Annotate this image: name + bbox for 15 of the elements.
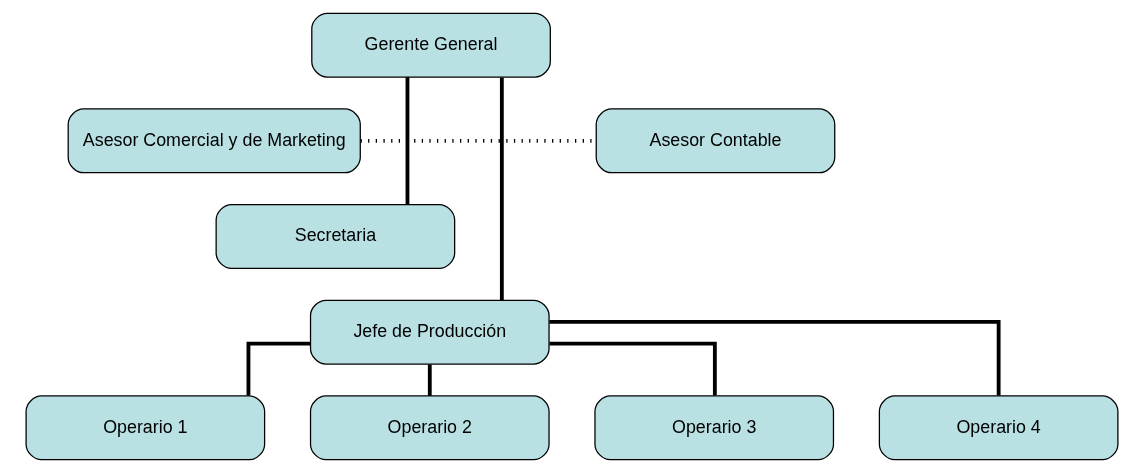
connector: [246, 341, 310, 396]
node-box: Operario 2: [309, 395, 550, 461]
node-box: Secretaria: [215, 203, 455, 270]
node-box: Gerente General: [310, 12, 551, 78]
connector: [427, 364, 432, 396]
node-box: Asesor Comercial y de Marketing: [67, 108, 361, 174]
connector: [499, 77, 504, 300]
node-box: Operario 4: [878, 395, 1119, 461]
node-box: Operario 1: [24, 395, 265, 461]
node-box: Asesor Contable: [595, 108, 835, 174]
connector: [405, 77, 409, 205]
connector: [548, 320, 1001, 396]
connector: [548, 341, 717, 396]
node-box: Operario 3: [593, 395, 834, 461]
node-box: Jefe de Producción: [309, 299, 550, 365]
